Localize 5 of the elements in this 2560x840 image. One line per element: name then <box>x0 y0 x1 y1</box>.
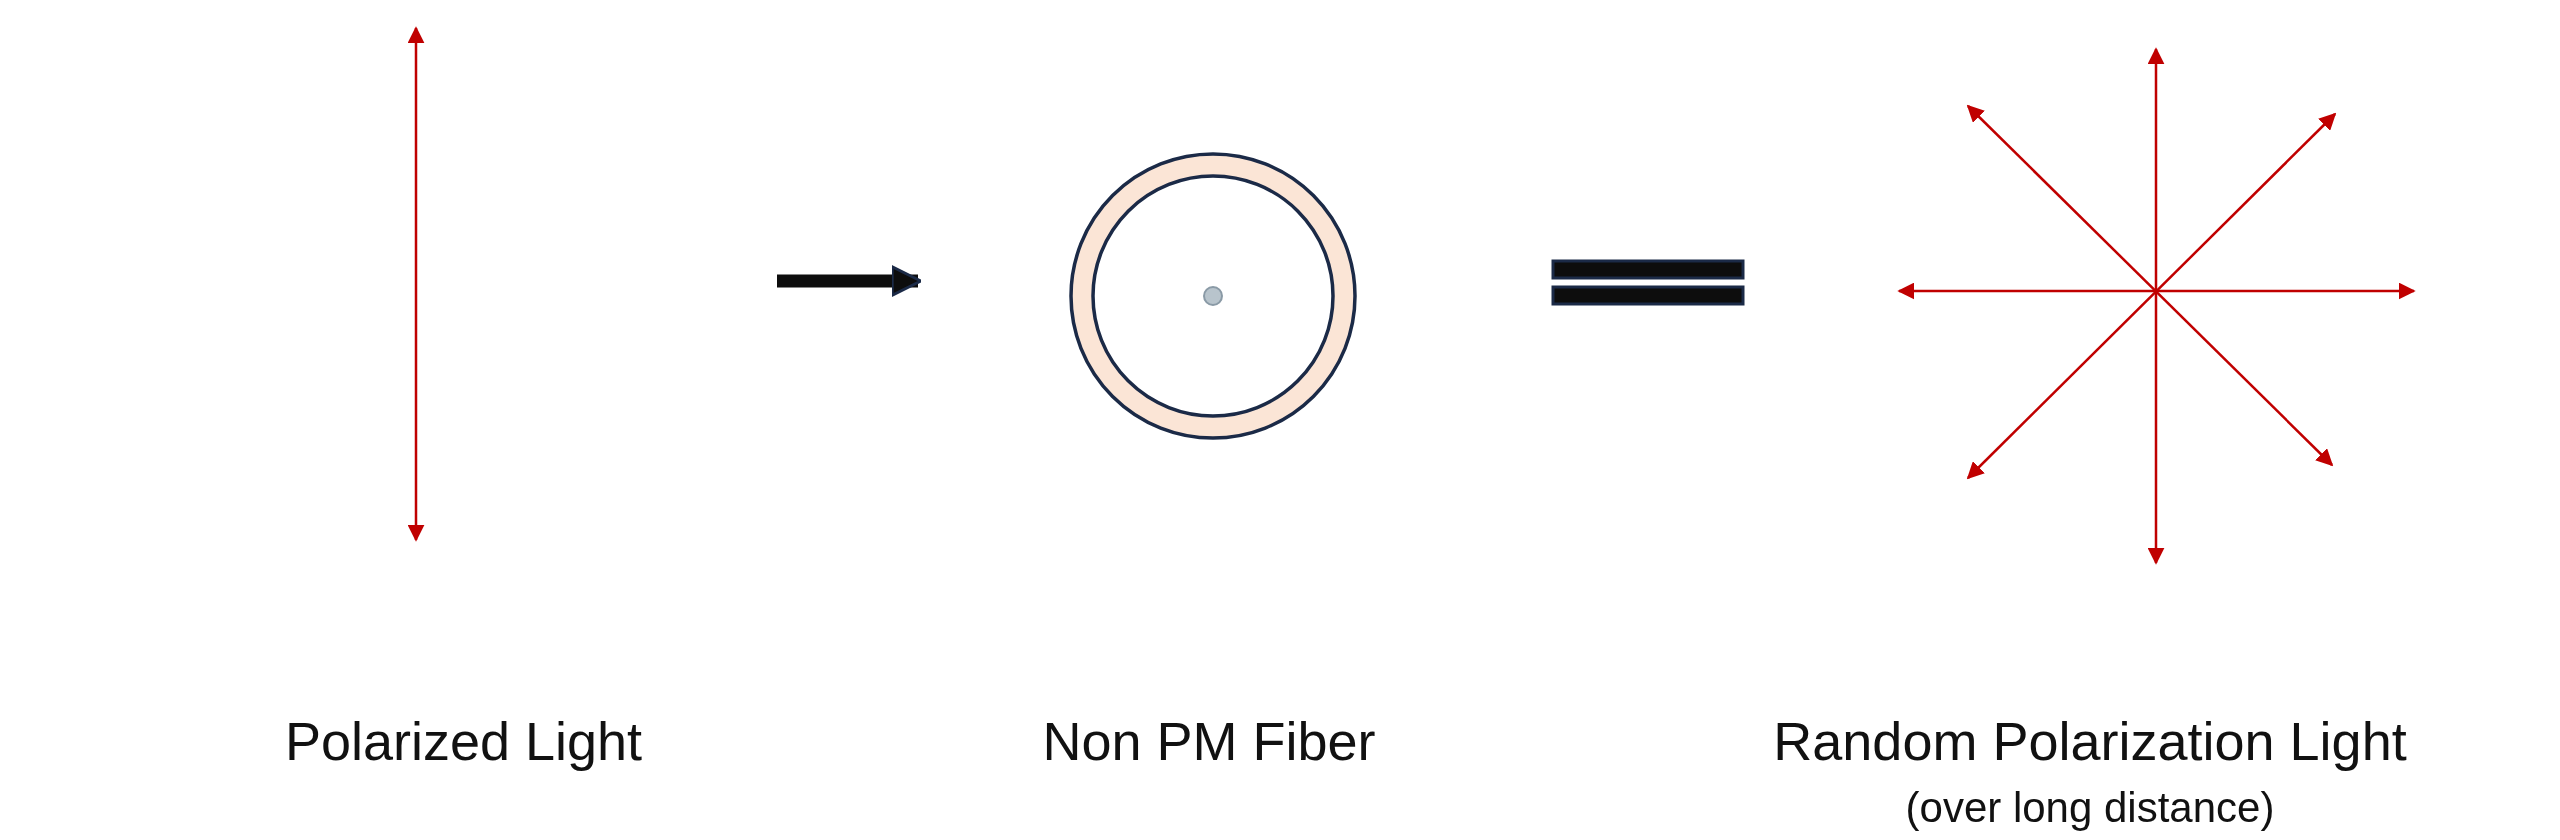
arrow <box>777 265 923 297</box>
node-label: Non PM Fiber <box>1041 710 1377 772</box>
node-label: (over long distance) <box>1904 784 2276 832</box>
node-label: Random Polarization Light <box>1772 710 2408 772</box>
node-label: Polarized Light <box>283 710 644 772</box>
